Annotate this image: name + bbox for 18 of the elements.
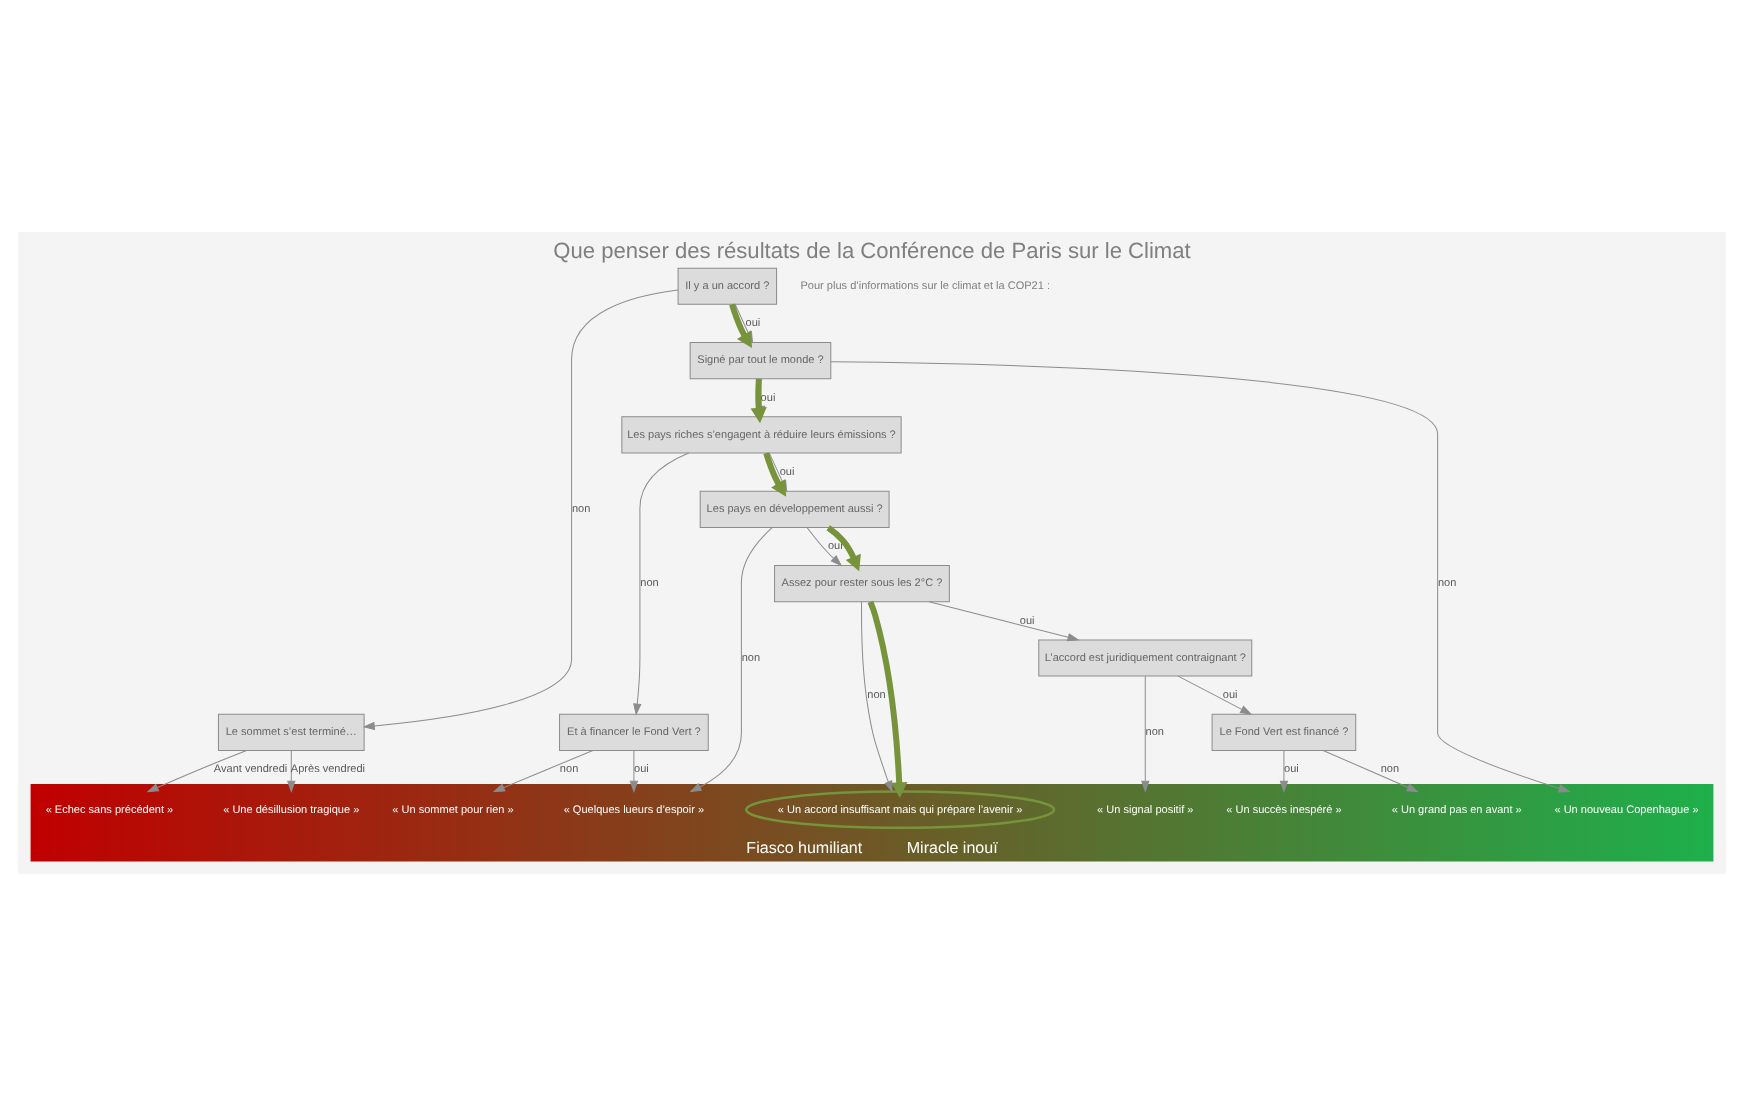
- arrow: [147, 748, 248, 792]
- arrow: [493, 748, 594, 792]
- arrow: [1141, 674, 1150, 791]
- arrow: [363, 288, 679, 729]
- arrow: [1177, 674, 1252, 714]
- arrow: [690, 525, 773, 791]
- arrow: [806, 526, 842, 565]
- diagram-title: Que penser des résultats de la Conférence de Paris sur le Climat: [553, 238, 1191, 263]
- arrow: [1279, 748, 1288, 791]
- arrow: [826, 524, 861, 571]
- arrow: [830, 360, 1570, 792]
- arrow: [867, 599, 908, 797]
- arrow: [633, 451, 690, 714]
- arrow: [928, 600, 1079, 641]
- arrow: [287, 748, 296, 791]
- arrow: [1322, 748, 1418, 792]
- arrow: [861, 600, 893, 791]
- arrow: [629, 748, 638, 791]
